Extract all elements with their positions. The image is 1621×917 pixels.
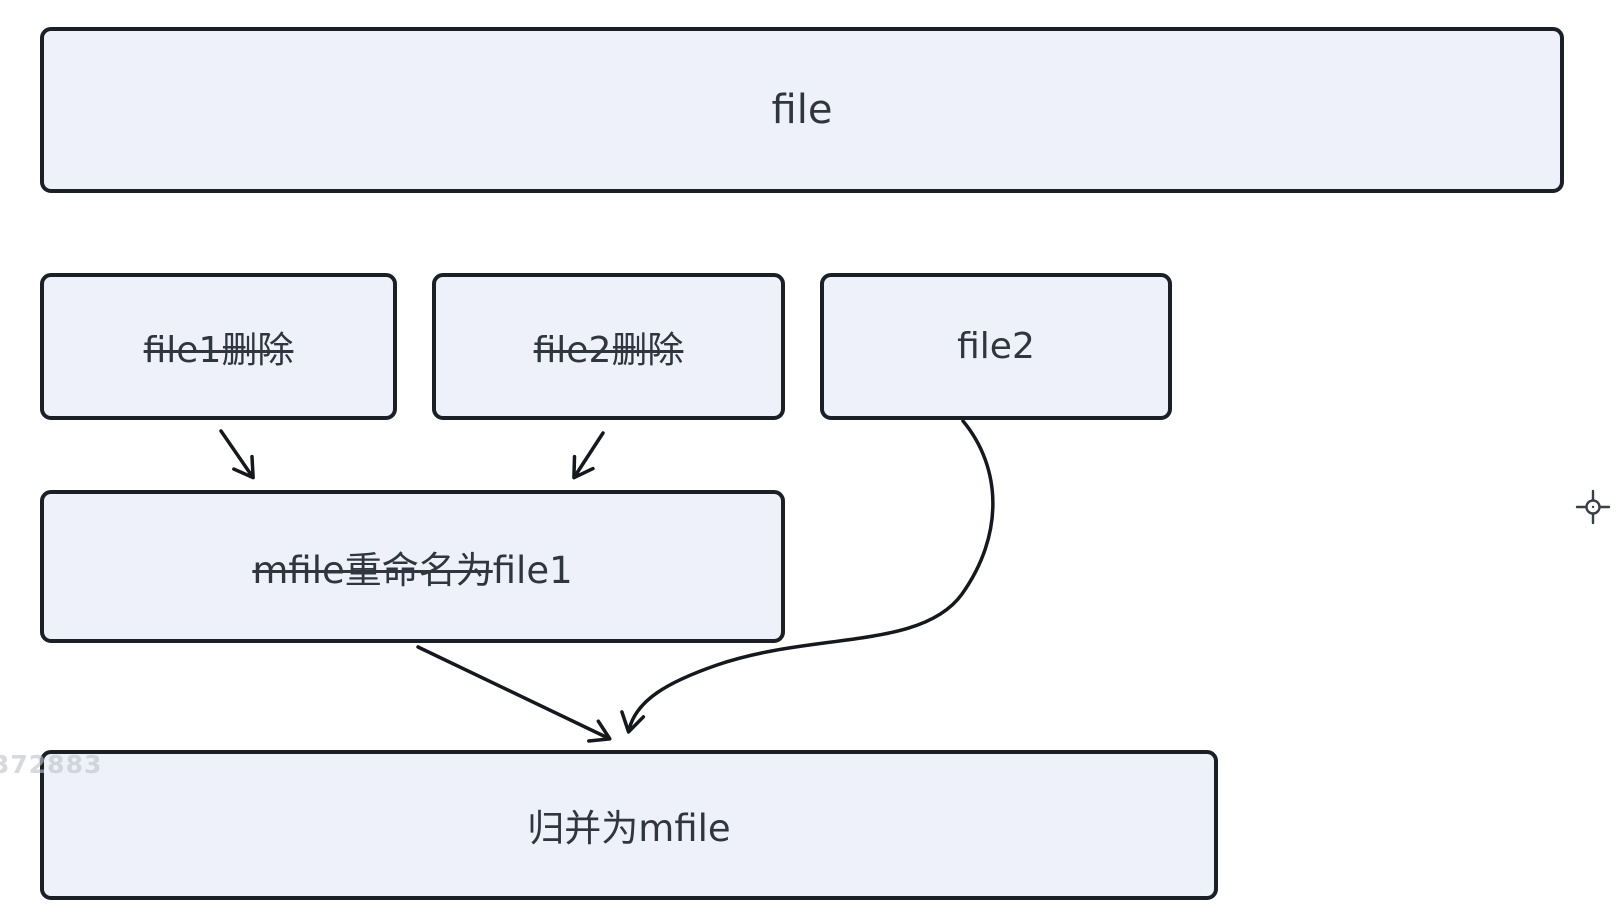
node-file[interactable]: file: [40, 27, 1564, 193]
node-mfile-rename[interactable]: mfile重命名为file1: [40, 490, 785, 643]
arrow-file1delete-to-rename[interactable]: [219, 429, 255, 480]
node-file2-delete-label: file2删除: [533, 329, 684, 371]
crosshair-cursor-icon: [1575, 489, 1611, 525]
node-file1-delete-label: file1删除: [143, 329, 294, 371]
node-merge-mfile-label: 归并为mfile: [527, 807, 731, 850]
arrow-file2-to-merge[interactable]: [620, 419, 995, 734]
arrow-rename-to-merge[interactable]: [416, 645, 612, 743]
node-file1-delete[interactable]: file1删除: [40, 273, 397, 420]
node-mfile-rename-label: mfile重命名为file1: [252, 540, 572, 594]
node-file-label: file: [771, 87, 833, 133]
arrow-file2delete-to-rename[interactable]: [572, 431, 605, 480]
node-merge-mfile[interactable]: 归并为mfile: [40, 750, 1218, 900]
node-file2-delete[interactable]: file2删除: [432, 273, 785, 420]
node-file2-label: file2: [957, 326, 1035, 367]
node-file2[interactable]: file2: [820, 273, 1172, 420]
node-mfile-rename-tail-text: file1: [492, 548, 573, 592]
node-mfile-rename-struck-text: mfile重命名为: [252, 548, 493, 592]
